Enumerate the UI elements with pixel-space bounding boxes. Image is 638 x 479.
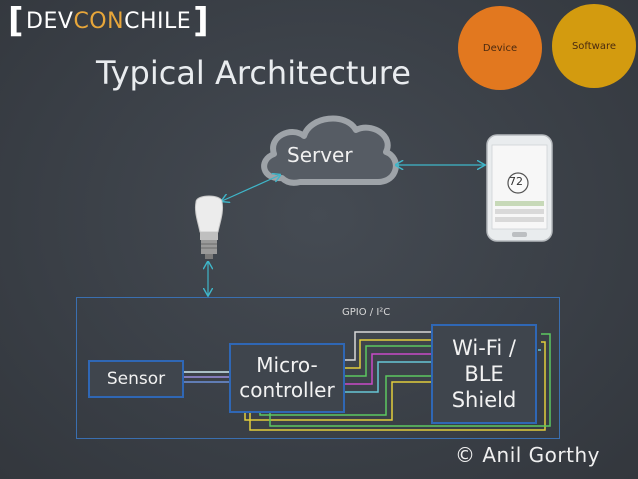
wifi-label-line3: Shield <box>451 388 517 413</box>
logo-word-chile: CHILE <box>124 8 192 34</box>
gpio-i2c-label: GPIO / I²C <box>342 307 391 318</box>
smartphone-icon <box>486 134 553 242</box>
microcontroller-label-line1: Micro- <box>256 353 318 377</box>
light-bulb-icon <box>195 195 223 259</box>
sensor-to-micro-wires <box>181 371 229 383</box>
logo-bracket-close: ] <box>193 1 210 41</box>
server-cloud-icon <box>261 115 399 186</box>
wifi-ble-shield-box: Wi-Fi / BLE Shield <box>431 324 537 424</box>
microcontroller-box: Micro- controller <box>229 343 345 413</box>
microcontroller-label-line2: controller <box>239 378 335 402</box>
copyright-text: © Anil Gorthy <box>455 443 600 467</box>
wifi-label-line1: Wi-Fi / <box>452 335 516 360</box>
sensor-box: Sensor <box>88 360 184 398</box>
software-badge: Software <box>552 4 636 88</box>
logo-bracket-open: [ <box>8 1 25 41</box>
logo-word-con: CON <box>73 8 125 34</box>
device-board-outline <box>76 297 560 439</box>
device-badge: Device <box>458 6 542 90</box>
cloud-to-bulb-arrow <box>222 175 280 201</box>
micro-to-wifi-wires <box>244 331 551 431</box>
server-label: Server <box>287 143 353 167</box>
slide-title: Typical Architecture <box>96 54 411 92</box>
devconchile-logo: [ DEV CON CHILE ] <box>8 4 209 38</box>
sensor-label: Sensor <box>106 369 166 389</box>
logo-word-dev: DEV <box>26 8 74 34</box>
wifi-label-line2: BLE <box>464 361 504 386</box>
phone-thermostat-reading: 72 <box>509 175 523 188</box>
device-badge-label: Device <box>482 42 518 54</box>
software-badge-label: Software <box>571 40 617 52</box>
